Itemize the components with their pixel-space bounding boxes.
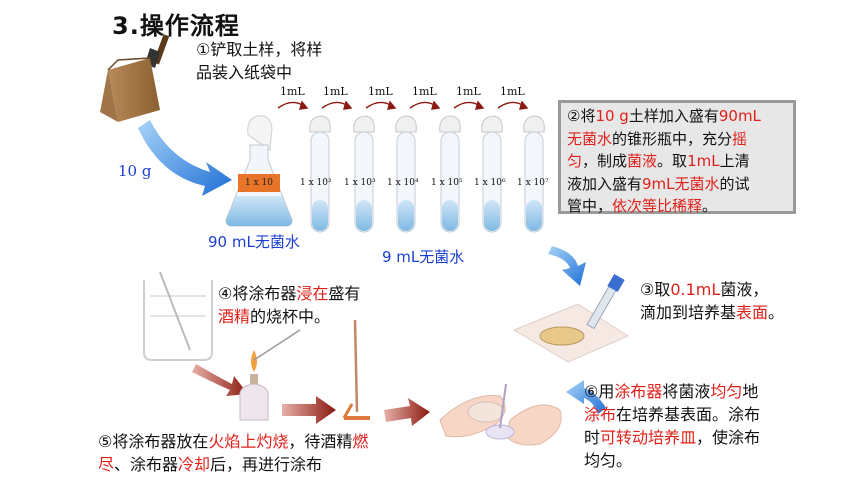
sample-bag-icon	[100, 34, 170, 122]
plate-pipette-icon	[512, 273, 630, 363]
test-tube-icon	[439, 115, 461, 233]
transfer-arrows	[277, 100, 529, 110]
test-tube-icon	[353, 115, 375, 233]
arrow-bag-to-flask-icon	[138, 120, 232, 196]
test-tube-icon	[481, 115, 503, 233]
test-tube-icon	[523, 115, 545, 233]
dilution-label: 1 x 10⁶	[474, 178, 506, 188]
dilution-label: 1 x 10²	[300, 178, 332, 188]
transfer-label: 1mL	[500, 85, 525, 98]
dilution-label: 1 x 10⁵	[431, 178, 463, 188]
conical-flask-icon	[225, 115, 293, 227]
transfer-label: 1mL	[412, 85, 437, 98]
dilution-label: 1 x 10⁴	[387, 178, 419, 188]
dilution-label: 1 x 10³	[344, 178, 376, 188]
arrow-tubes-to-plate-icon	[548, 246, 586, 286]
test-tube-icon	[395, 115, 417, 233]
transfer-label: 1mL	[280, 85, 305, 98]
test-tube-icon	[309, 115, 331, 233]
flask-dilution-label: 1 x 10	[238, 174, 280, 192]
step4-text: ④将涂布器浸在盛有 酒精的烧杯中。	[218, 284, 361, 326]
step3-text: ③取0.1mL菌液， 滴加到培养基表面。	[640, 280, 785, 322]
step2-callout: ②将10 g土样加入盛有90mL 无菌水的锥形瓶中，充分摇 匀，制成菌液。取1m…	[558, 100, 796, 215]
transfer-label: 1mL	[456, 85, 481, 98]
step6-text: ⑥用涂布器将菌液均匀地 涂布在培养基表面。涂布 时可转动培养皿，使涂布 均匀。	[584, 382, 761, 470]
arrow-lamp-to-spreader-icon	[282, 396, 336, 424]
page-title: 3.操作流程	[112, 12, 240, 40]
arrow-spreader-to-plate-icon	[384, 398, 430, 426]
alcohol-lamp-icon	[239, 329, 301, 421]
arrow-beaker-to-lamp-icon	[192, 364, 248, 396]
step5-text: ⑤将涂布器放在火焰上灼烧，待酒精燃 尽、涂布器冷却后，再进行涂布	[98, 432, 369, 474]
sample-weight-label: 10 g	[118, 162, 152, 180]
beaker-icon	[143, 271, 213, 361]
step1-line1: ①铲取土样，将样	[196, 40, 323, 59]
hands-spreading-icon	[439, 383, 562, 446]
transfer-label: 1mL	[368, 85, 393, 98]
step1-line2: 品装入纸袋中	[196, 63, 293, 82]
spreader-icon	[342, 319, 370, 420]
arrow-plate-to-spread-icon	[566, 380, 606, 414]
flask-water-label: 90 mL无菌水	[208, 233, 300, 251]
dilution-label: 1 x 10⁷	[517, 178, 549, 188]
test-tube-icons	[309, 115, 545, 233]
step1-text: ①铲取土样，将样 品装入纸袋中	[196, 38, 322, 84]
transfer-label: 1mL	[323, 85, 348, 98]
tube-water-label: 9 mL无菌水	[382, 248, 465, 266]
